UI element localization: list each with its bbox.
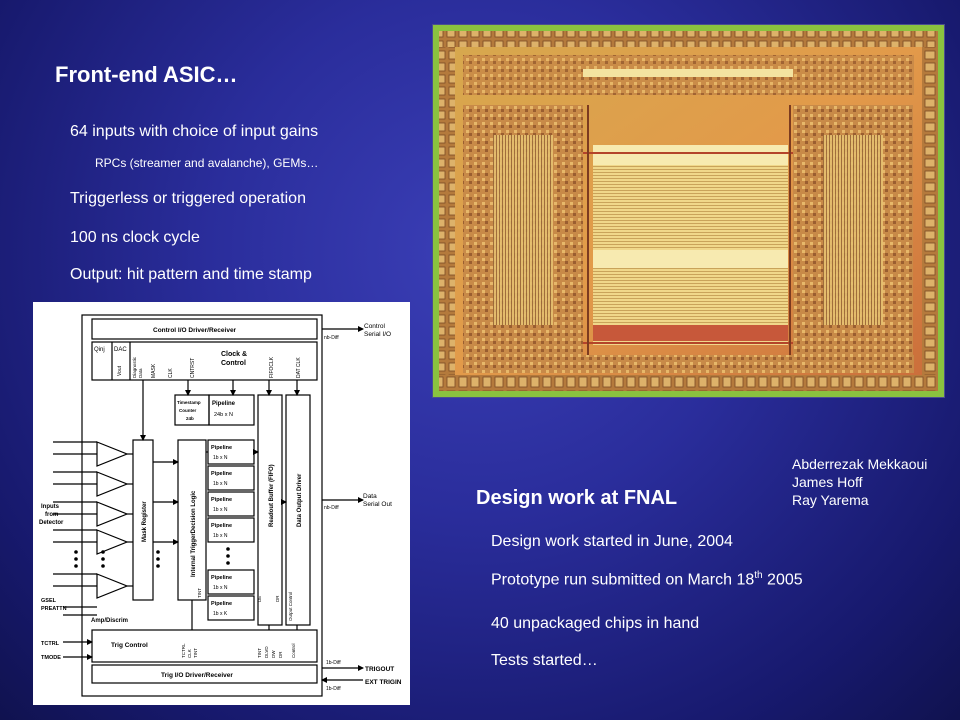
cntrst-label: CNTRST [190,358,196,378]
mask-register-label: Mask Register [142,501,148,542]
clk-trig-label: CLK [187,649,192,658]
sub-bullet-detectors: RPCs (streamer and avalanche), GEMs… [95,156,319,170]
pipeline-ts-label: Pipeline [212,401,236,407]
dlvd-label: DLVD [264,646,269,658]
de-label: DE [257,596,262,602]
pipeline-5-label: Pipeline [211,575,232,581]
vout-label: Vout [117,365,123,376]
design-line-2-sup: th [754,570,763,581]
pipeline-6-label: Pipeline [211,601,232,607]
dr-out-label: DR [275,595,280,602]
tctrl-label: TCTRL [41,641,60,647]
nb-diff-label-2: nb-Diff [324,505,339,511]
itdl-label: Internal TriggerDecision Logic [191,490,197,577]
data-output-driver-label: Data Output Driver [297,473,303,527]
readout-buffer-label: Readout Buffer (FIFO) [269,464,275,527]
amp-discrim-label: Amp/Discrim [91,618,128,624]
bullet-inputs: 64 inputs with choice of input gains [70,123,319,140]
preattn-label: PREATTN [41,606,67,612]
design-line-3: 40 unpackaged chips in hand [491,615,700,632]
design-line-2-text: Prototype run submitted on March 18 [491,571,755,589]
diag-label-1: Diagnostic [132,356,137,378]
control-serial-label-1: Control [364,323,386,330]
pipeline-4-label: Pipeline [211,523,232,529]
tint-trig-label: TINT [193,648,198,658]
dac-label: DAC [114,347,127,353]
pipeline-24b-label: 24b x N [214,412,233,418]
bullet-clock: 100 ns clock cycle [70,229,200,246]
pipeline-4-size: 1b x N [213,533,228,539]
pipeline-3-size: 1b x N [213,507,228,513]
design-line-2-year: 2005 [762,571,803,589]
diag-label-2: Data [138,368,143,378]
design-line-1: Design work started in June, 2004 [491,533,733,550]
pipeline-1-size: 1b x N [213,455,228,461]
lb-diff-label-1: 1b-Diff [326,660,341,666]
gsel-label: GSEL [41,598,57,604]
design-line-2: Prototype run submitted on March 18th 20… [491,570,803,589]
pipeline-5-size: 1b x N [213,585,228,591]
chip-micrograph [432,24,945,398]
block-diagram: Control I/O Driver/Receiver Control Seri… [33,302,410,705]
nb-diff-label-1: nb-Diff [324,335,339,341]
bullet-output: Output: hit pattern and time stamp [70,266,312,283]
trig-io-label: Trig I/O Driver/Receiver [161,672,233,679]
datclk-label: DAT CLK [296,357,302,378]
fifoclk-label: FIFOCLK [269,356,275,378]
author-2: James Hoff [792,474,863,490]
tint-out-label: TINT [257,648,262,658]
tint-label: TINT [197,588,202,598]
pipeline-2-label: Pipeline [211,471,232,477]
timestamp-label-3: 24b [186,416,194,421]
slide-title: Front-end ASIC… [55,62,238,87]
design-line-4: Tests started… [491,652,598,669]
data-serial-label-2: Serial Out [363,501,392,508]
timestamp-label-1: Timestamp [177,400,201,405]
data-serial-label-1: Data [363,493,377,500]
authors-list: Abderrezak Mekkaoui James Hoff Ray Yarem… [792,455,927,509]
mask-signal-label: MASK [151,363,157,378]
tmode-label: TMODE [41,655,61,661]
pipeline-3-label: Pipeline [211,497,232,503]
inputs-label-1: Inputs [41,504,60,510]
pipeline-2-size: 1b x N [213,481,228,487]
output-control-label: Output Control [288,592,293,621]
author-3: Ray Yarema [792,492,869,508]
trigout-label: TRIGOUT [365,666,394,673]
trig-control-label: Trig Control [111,642,148,649]
author-1: Abderrezak Mekkaoui [792,456,928,472]
pipeline-1-label: Pipeline [211,445,232,451]
control-io-label: Control I/O Driver/Receiver [153,327,237,334]
clock-control-label-2: Control [221,360,246,367]
clock-control-label-1: Clock & [221,351,247,358]
dw-label: DW [271,650,276,658]
clk-signal-label: CLK [168,368,174,378]
inputs-label-2: from [45,512,58,518]
control-signal-label: Control [291,643,296,658]
design-heading: Design work at FNAL [476,487,678,509]
tctrl-signal-label: TCTRL [181,643,186,658]
timestamp-label-2: Counter [179,408,196,413]
lb-diff-label-2: 1b-Diff [326,686,341,692]
bullet-operation: Triggerless or triggered operation [70,190,306,207]
ext-trigin-label: EXT TRIGIN [365,679,402,686]
qinj-label: Qinj [94,347,105,353]
pipeline-6-size: 1b x K [213,611,228,617]
inputs-label-3: Detector [39,520,64,526]
control-serial-label-2: Serial I/O [364,331,391,338]
dr-label: DR [278,651,283,658]
